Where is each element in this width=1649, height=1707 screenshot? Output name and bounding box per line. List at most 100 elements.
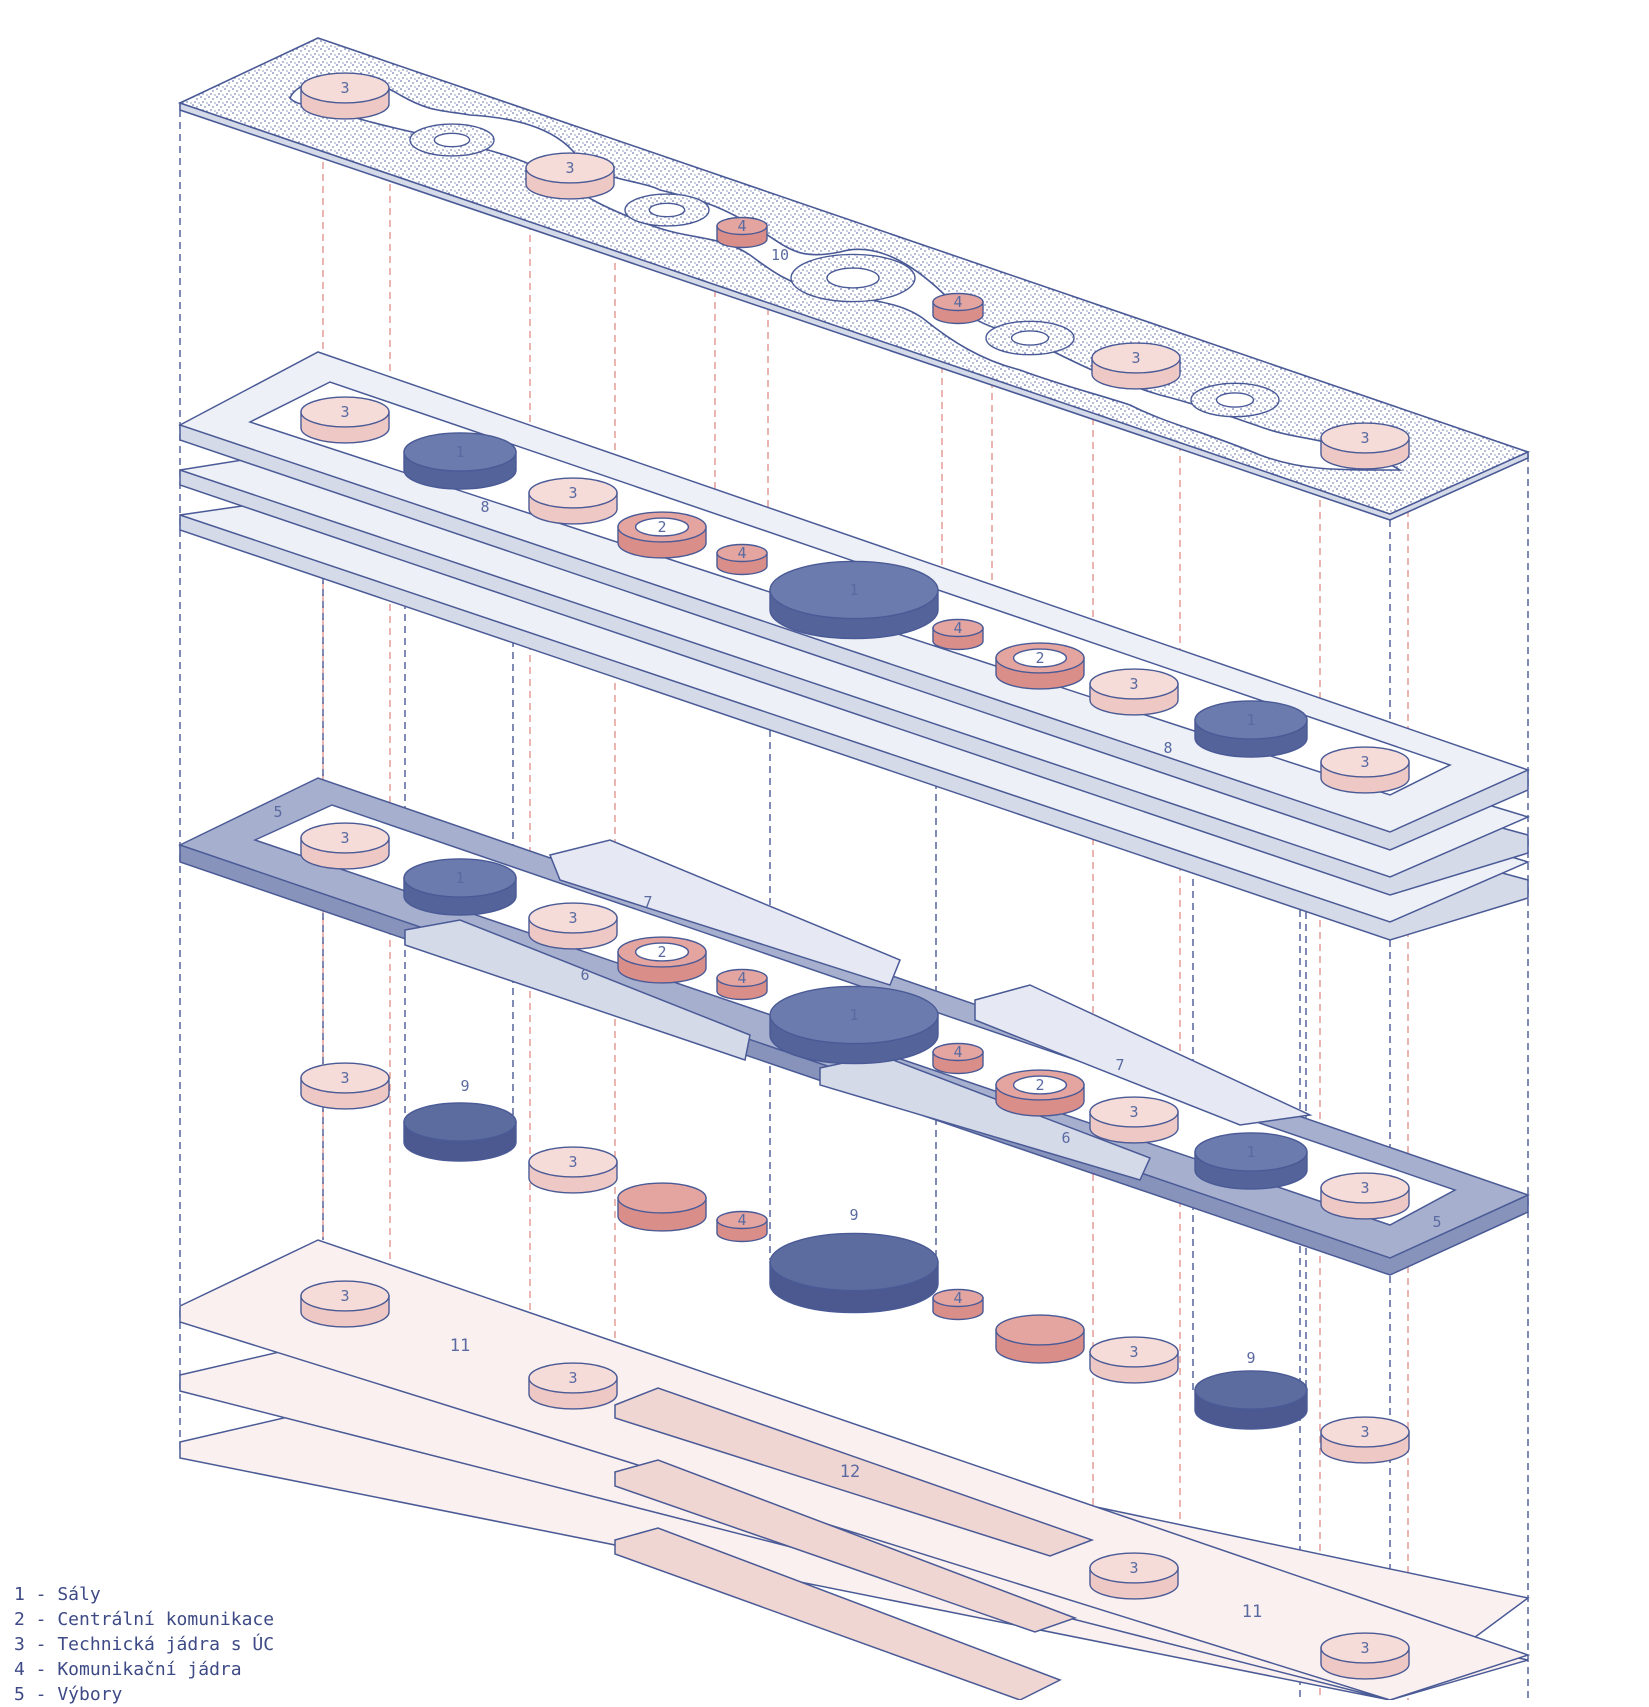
cylinder-label: 1 xyxy=(1246,711,1255,729)
cylinder-label: 3 xyxy=(1360,429,1369,447)
cylinder-label: 3 xyxy=(340,79,349,97)
bar-top xyxy=(614,1387,1095,1557)
technical-core-cylinder: 3 xyxy=(1320,1632,1410,1680)
hall-cylinder: 1 xyxy=(769,985,939,1065)
communication-core-cylinder: 4 xyxy=(716,216,768,249)
legend: 1 - Sály 2 - Centrální komunikace 3 - Te… xyxy=(14,1582,274,1707)
technical-core-cylinder: 3 xyxy=(1089,1336,1179,1384)
hall-cylinder: 1 xyxy=(403,858,517,916)
cylinder-label: 3 xyxy=(1360,1179,1369,1197)
hall-cylinder: 1 xyxy=(769,560,939,640)
cylinder-label: 1 xyxy=(849,1006,858,1024)
cylinder-label: 3 xyxy=(340,403,349,421)
cylinder-label: 2 xyxy=(657,518,666,536)
roof-skylight-ring xyxy=(985,320,1075,356)
communication-core-cylinder: 4 xyxy=(932,292,984,325)
label-7-right: 7 xyxy=(1115,1056,1124,1074)
cylinder-label: 4 xyxy=(737,969,746,987)
cylinder-label: 3 xyxy=(568,1153,577,1171)
cylinder-label: 2 xyxy=(1035,1076,1044,1094)
cylinder-label: 3 xyxy=(1129,1103,1138,1121)
hall-cylinder xyxy=(769,1232,939,1314)
communication-core-cylinder xyxy=(995,1314,1085,1364)
technical-core-cylinder: 3 xyxy=(300,72,390,120)
label-11-right: 11 xyxy=(1242,1602,1262,1622)
cylinder-label: 3 xyxy=(565,159,574,177)
cylinder-label: 3 xyxy=(340,829,349,847)
label-10: 10 xyxy=(771,246,789,264)
legend-item-3: 3 - Technická jádra s ÚC xyxy=(14,1634,275,1655)
roof-skylight-ring xyxy=(409,123,495,157)
communication-core-cylinder: 4 xyxy=(932,618,984,651)
legend-item-2: 2 - Centrální komunikace xyxy=(14,1609,275,1630)
cylinder-label: 3 xyxy=(1360,1639,1369,1657)
cylinder-label: 3 xyxy=(1129,1343,1138,1361)
communication-core-cylinder: 4 xyxy=(716,968,768,1001)
technical-core-cylinder: 3 xyxy=(1320,1172,1410,1220)
cylinder-label: 1 xyxy=(455,443,464,461)
technical-core-cylinder: 3 xyxy=(300,396,390,444)
roof-skylight-ring xyxy=(1190,382,1280,418)
wing-7-left xyxy=(548,839,901,986)
communication-core-cylinder: 4 xyxy=(716,1210,768,1243)
cylinder-label: 3 xyxy=(1129,1559,1138,1577)
technical-core-cylinder: 3 xyxy=(528,1362,618,1410)
legend-item-1: 1 - Sály xyxy=(14,1584,101,1605)
label-7-left: 7 xyxy=(643,893,652,911)
cylinder-label: 3 xyxy=(568,909,577,927)
label-8-right: 8 xyxy=(1163,739,1172,757)
technical-core-cylinder: 3 xyxy=(525,152,615,200)
central-communication-ring: 2 xyxy=(995,642,1085,690)
label-9-right: 9 xyxy=(1246,1349,1255,1367)
cylinder-label: 4 xyxy=(737,544,746,562)
central-communication-ring: 2 xyxy=(617,936,707,984)
technical-core-cylinder: 3 xyxy=(528,1146,618,1194)
label-6-left: 6 xyxy=(580,966,589,984)
cylinder-label: 3 xyxy=(568,484,577,502)
wing-7-right xyxy=(974,984,1313,1126)
label-8-left: 8 xyxy=(480,498,489,516)
cylinder-label: 4 xyxy=(737,217,746,235)
communication-core-cylinder xyxy=(617,1182,707,1232)
technical-core-cylinder: 3 xyxy=(1091,342,1181,390)
technical-core-cylinder: 3 xyxy=(1089,1096,1179,1144)
legend-item-4: 4 - Komunikační jádra xyxy=(14,1659,242,1680)
number-labels: 10 8 8 5 5 7 7 6 6 9 9 9 11 11 12 xyxy=(273,246,1441,1622)
technical-core-cylinder: 3 xyxy=(1320,746,1410,794)
central-communication-ring: 2 xyxy=(617,511,707,559)
cylinder-label: 3 xyxy=(340,1069,349,1087)
technical-core-cylinder: 3 xyxy=(1320,1416,1410,1464)
label-12: 12 xyxy=(840,1462,860,1482)
technical-core-cylinder: 3 xyxy=(1089,1552,1179,1600)
communication-core-cylinder: 4 xyxy=(932,1288,984,1321)
cylinder-label: 3 xyxy=(1131,349,1140,367)
cylinder-label: 3 xyxy=(1129,675,1138,693)
technical-core-cylinder: 3 xyxy=(300,1280,390,1328)
cylinder-label: 1 xyxy=(455,869,464,887)
cylinder-label: 3 xyxy=(568,1369,577,1387)
central-communication-ring: 2 xyxy=(995,1069,1085,1117)
communication-core-cylinder: 4 xyxy=(716,543,768,576)
technical-core-cylinder: 3 xyxy=(300,822,390,870)
hall-cylinder xyxy=(403,1102,517,1162)
roof-skylight-ring xyxy=(790,253,916,303)
cylinder-label: 3 xyxy=(1360,1423,1369,1441)
hall-cylinder: 1 xyxy=(403,432,517,490)
cylinder-label: 4 xyxy=(953,619,962,637)
cylinder-label: 1 xyxy=(1246,1143,1255,1161)
cylinder-label: 4 xyxy=(737,1211,746,1229)
technical-core-cylinder: 3 xyxy=(1320,422,1410,470)
wing-6-left xyxy=(404,919,751,1061)
cylinder-label: 3 xyxy=(340,1287,349,1305)
label-5-right: 5 xyxy=(1432,1213,1441,1231)
bars xyxy=(614,1387,1095,1700)
cylinder-label: 3 xyxy=(1360,753,1369,771)
hall-cylinder xyxy=(1194,1370,1308,1430)
legend-item-5: 5 - Výbory xyxy=(14,1684,123,1705)
label-6-right: 6 xyxy=(1061,1129,1070,1147)
label-9-left: 9 xyxy=(460,1077,469,1095)
technical-core-cylinder: 3 xyxy=(528,902,618,950)
label-11-left: 11 xyxy=(450,1336,470,1356)
